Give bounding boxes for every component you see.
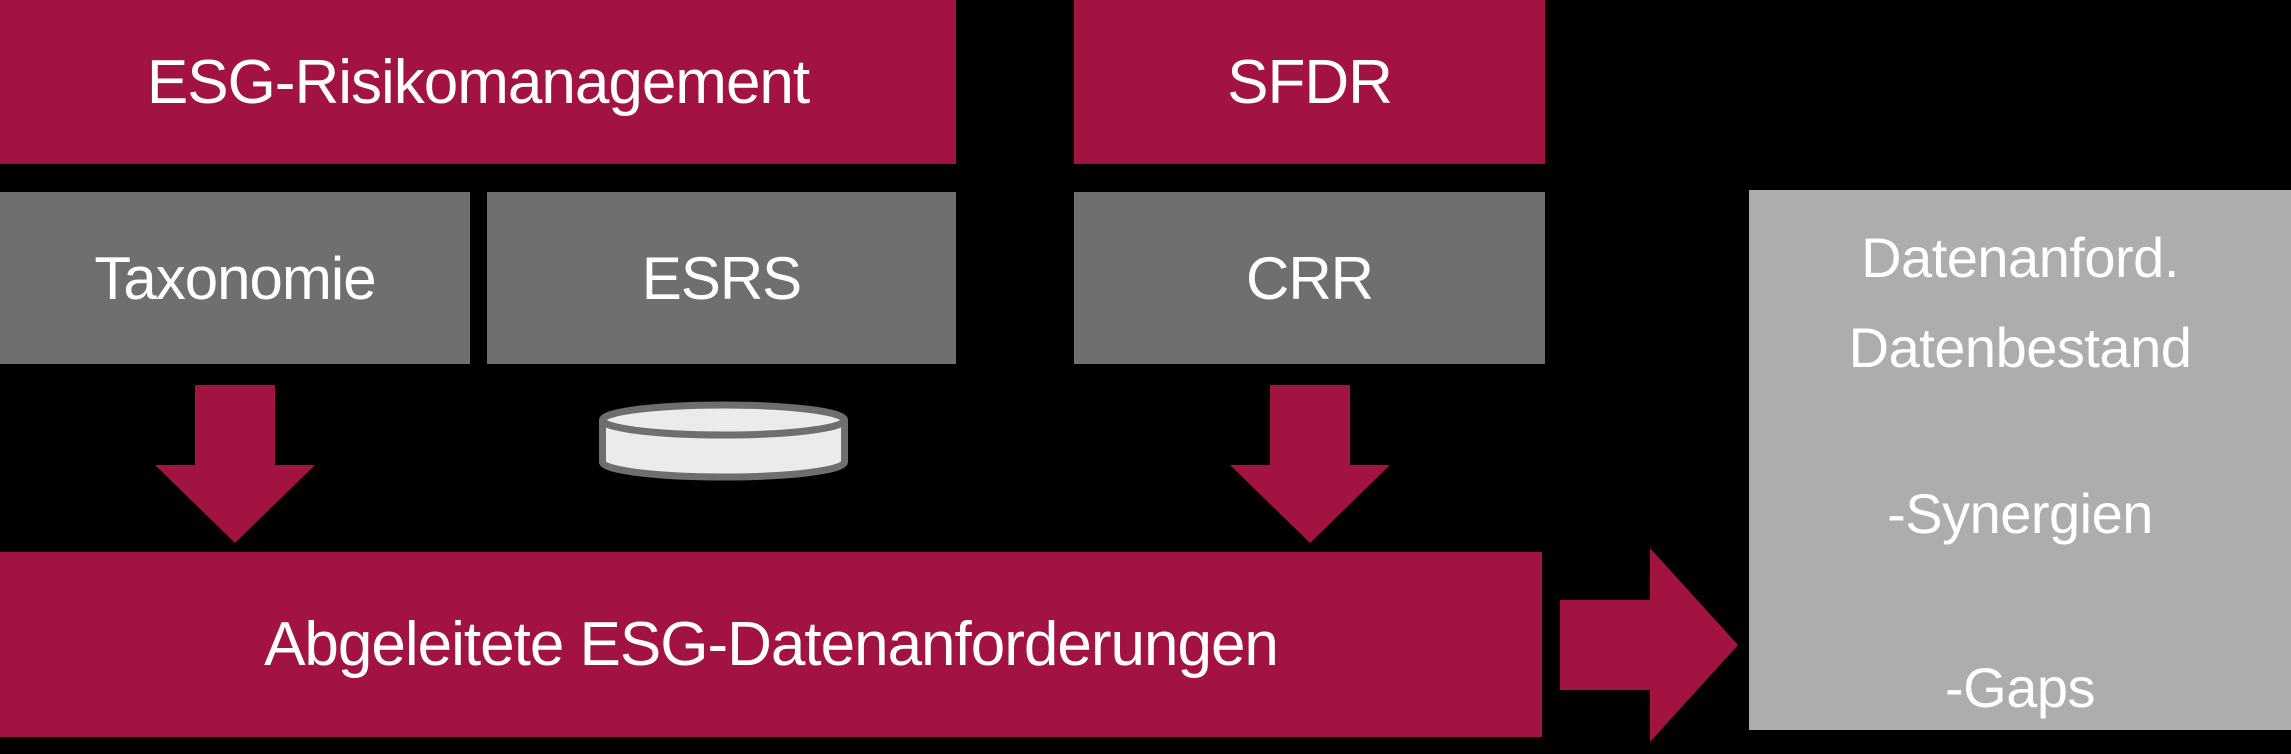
esg-risikomanagement-label: ESG-Risikomanagement <box>146 47 810 117</box>
esrs-box: ESRS <box>487 192 956 364</box>
down-arrow-icon <box>155 385 315 543</box>
crr-box: CRR <box>1074 192 1545 364</box>
esg-risikomanagement-box: ESG-Risikomanagement <box>0 0 956 164</box>
sfdr-box: SFDR <box>1074 0 1545 164</box>
datenanforderung-datenbestand-box: Datenanford. Datenbestand -Synergien -Ga… <box>1749 190 2291 730</box>
result-line-gaps: -Gaps <box>1945 656 2096 719</box>
result-line-datenbestand: Datenbestand <box>1848 316 2192 379</box>
abgeleitete-esg-datenanforderungen-label: Abgeleitete ESG-Datenanforderungen <box>264 610 1279 679</box>
taxonomie-box: Taxonomie <box>0 192 470 364</box>
down-arrow-icon <box>1230 385 1390 543</box>
abgeleitete-esg-datenanforderungen-box: Abgeleitete ESG-Datenanforderungen <box>0 552 1542 737</box>
right-arrow-icon <box>1560 548 1738 742</box>
sfdr-label: SFDR <box>1227 47 1393 117</box>
result-line-synergien: -Synergien <box>1887 482 2153 545</box>
database-cylinder-icon <box>599 401 848 481</box>
esrs-label: ESRS <box>641 244 802 312</box>
crr-label: CRR <box>1246 244 1374 312</box>
taxonomie-label: Taxonomie <box>94 244 376 312</box>
result-line-datenanford: Datenanford. <box>1861 226 2179 289</box>
